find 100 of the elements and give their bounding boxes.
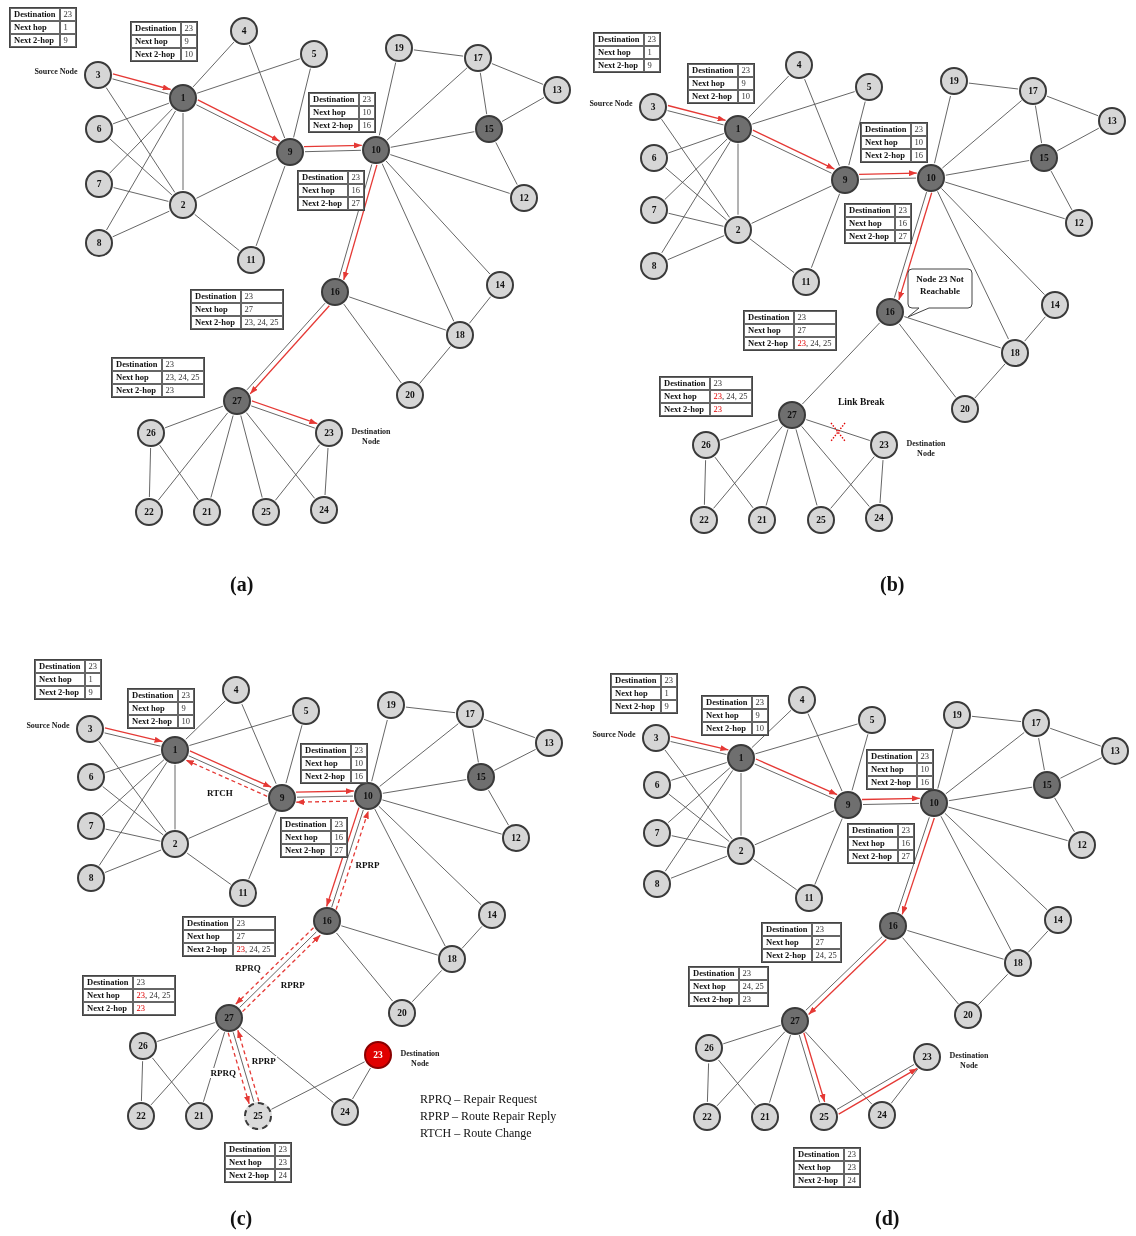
field-name: Next 2-hop: [309, 119, 359, 132]
link-line: [830, 456, 875, 509]
link-line: [379, 723, 459, 787]
network-node: 10: [920, 789, 948, 818]
field-name: Next 2-hop: [128, 715, 178, 728]
link-line: [941, 188, 1045, 296]
link-line: [1034, 105, 1043, 144]
network-node: 25: [807, 505, 835, 534]
field-name: Destination: [83, 976, 133, 989]
link-line: [109, 138, 173, 196]
routing-table: [130, 21, 199, 62]
field-name: Destination: [128, 689, 178, 702]
network-node: 17: [456, 700, 484, 729]
link-line: [378, 62, 397, 136]
field-value: 27: [793, 324, 836, 337]
field-name: Next hop: [689, 980, 739, 993]
routing-table: [34, 659, 103, 700]
link-line: [706, 1062, 710, 1103]
network-node: 23: [870, 431, 898, 460]
routing-table: [659, 376, 753, 417]
node-caption: Destination Node: [399, 1049, 441, 1069]
network-node: 7: [77, 811, 105, 840]
network-node: 16: [879, 912, 907, 941]
network-node: 9: [276, 138, 304, 166]
field-value: 23: [330, 818, 348, 831]
link-line: [274, 444, 321, 501]
link-line: [945, 732, 1025, 795]
network-node: 16: [876, 297, 904, 326]
network-node: 13: [1098, 107, 1126, 136]
field-name: Destination: [281, 818, 331, 831]
link-line: [898, 323, 957, 398]
link-line: [667, 767, 731, 824]
network-node: 21: [193, 498, 221, 526]
field-value: 10: [910, 136, 928, 149]
field-value: 23: [132, 976, 175, 989]
link-line: [493, 748, 537, 771]
network-node: 12: [1065, 209, 1093, 238]
field-name: Next 2-hop: [702, 722, 752, 735]
link-line: [196, 58, 301, 94]
network-node: 23: [913, 1043, 941, 1071]
link-line: [479, 72, 488, 115]
arrow: [803, 1032, 826, 1103]
field-name: Next 2-hop: [660, 403, 710, 416]
field-name: Destination: [867, 750, 917, 763]
network-node: 25: [244, 1102, 272, 1131]
field-name: Next 2-hop: [183, 943, 233, 956]
link-line: [210, 415, 234, 498]
link-line: [378, 805, 482, 906]
network-node: 8: [77, 864, 105, 893]
node-caption: Source Node: [591, 730, 637, 740]
network-node: 13: [1101, 737, 1129, 765]
field-value: 16: [347, 184, 365, 197]
network-node: 8: [85, 229, 113, 257]
network-node: 19: [385, 34, 413, 62]
network-node: 27: [778, 400, 806, 429]
link-line: [664, 167, 728, 221]
link-line: [104, 753, 162, 773]
network-node: 26: [695, 1034, 723, 1063]
link-line: [164, 405, 224, 429]
routing-table: [844, 203, 913, 244]
link-line: [336, 932, 393, 1002]
link-line: [202, 1031, 226, 1103]
abbreviation-note: RTCH – Route Change: [420, 1126, 532, 1141]
field-name: Next hop: [794, 1161, 844, 1174]
link-line: [906, 930, 1005, 960]
routing-table: [860, 122, 929, 163]
link-line: [1059, 757, 1103, 779]
network-node: 18: [1001, 338, 1029, 367]
field-name: Destination: [848, 824, 898, 837]
link-line: [382, 779, 467, 794]
field-value: 9: [643, 59, 661, 72]
link-line: [245, 412, 316, 499]
network-node: 15: [1030, 143, 1058, 172]
link-line: [112, 210, 170, 238]
network-node: 24: [865, 503, 893, 532]
arrow: [237, 1029, 260, 1102]
network-node: 4: [785, 51, 813, 80]
network-node: 27: [781, 1006, 809, 1035]
field-value: 16: [350, 770, 368, 783]
link-line: [343, 303, 402, 384]
field-name: Next 2-hop: [35, 686, 85, 699]
edge-label: RPRP: [354, 860, 381, 871]
field-name: Destination: [794, 1148, 844, 1161]
field-name: Destination: [10, 8, 60, 21]
link-line: [188, 803, 269, 839]
network-node: 15: [467, 763, 495, 792]
network-node: 2: [727, 836, 755, 865]
field-name: Next hop: [112, 371, 162, 384]
link-line: [718, 1059, 756, 1106]
field-value: 27: [330, 844, 348, 857]
link-line: [804, 78, 840, 167]
field-name: Next 2-hop: [112, 384, 162, 397]
network-node: 24: [331, 1098, 359, 1126]
field-value: 23, 24, 25: [161, 371, 204, 384]
link-line: [371, 719, 388, 782]
link-line: [151, 1057, 191, 1105]
network-node: 5: [855, 73, 883, 101]
link-line: [419, 346, 451, 384]
network-node: 3: [642, 724, 670, 752]
link-line: [386, 67, 468, 141]
